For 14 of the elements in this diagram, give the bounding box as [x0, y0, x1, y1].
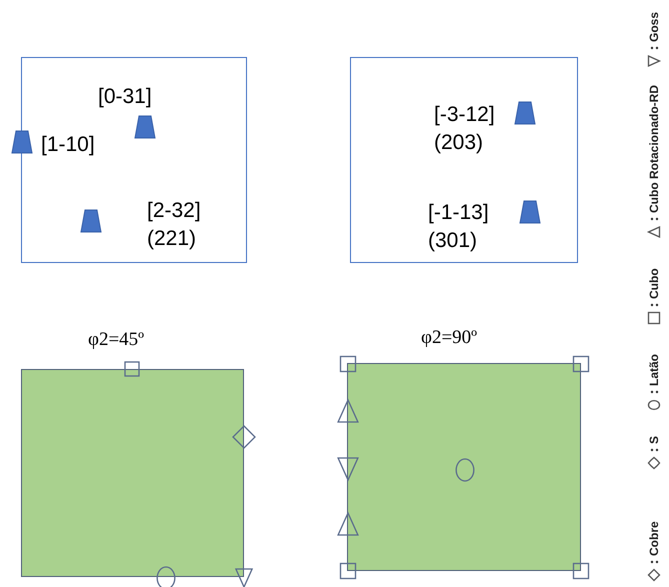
legend-label: Goss	[647, 12, 661, 42]
legend-label: Latão	[647, 354, 661, 386]
legend-label: Cobre	[647, 521, 661, 556]
plot-frame	[350, 57, 578, 263]
legend-label: Cubo	[647, 268, 661, 299]
section-title: φ2=45º	[88, 329, 144, 351]
legend-label: Cubo Rotacionado-RD	[647, 85, 661, 213]
orientation-label: [-1-13] (301)	[428, 200, 490, 254]
orientation-label: [-3-12] (203)	[434, 102, 496, 156]
orientation-label: [2-32] (221)	[147, 198, 202, 252]
legend-label: S	[647, 436, 661, 444]
orientation-label: [1-10]	[41, 132, 95, 158]
section-title: φ2=90º	[421, 327, 478, 349]
orientation-label: [0-31]	[98, 84, 152, 110]
